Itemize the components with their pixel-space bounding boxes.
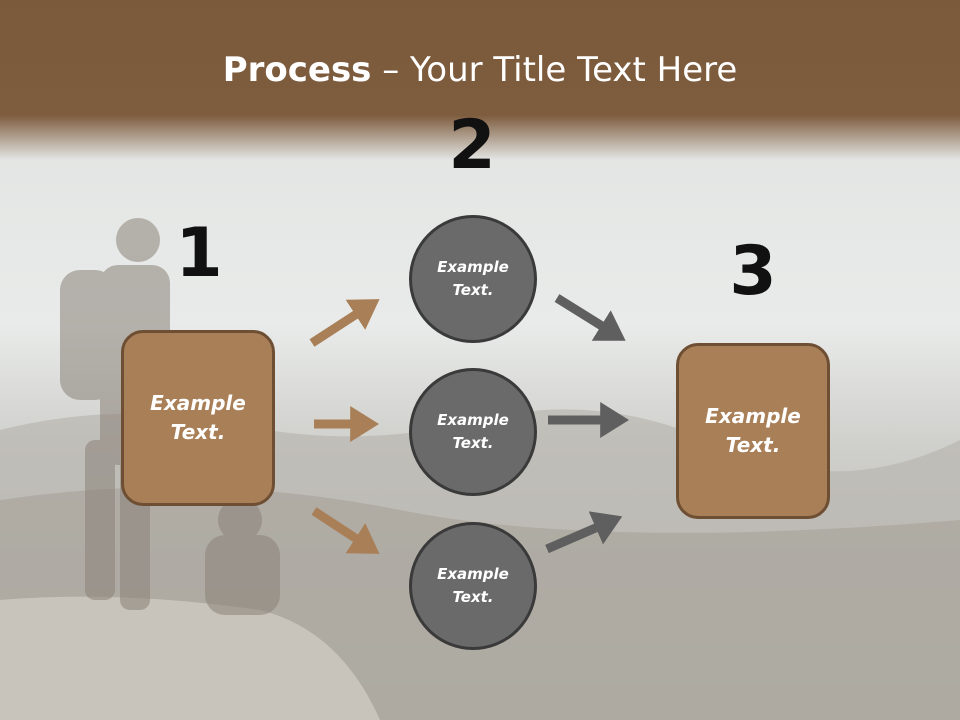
step-number-1: 1 bbox=[175, 214, 223, 293]
circle-bottom-line1: Example bbox=[437, 565, 509, 583]
arrow-top-to-3 bbox=[554, 294, 626, 341]
circle-middle-line1: Example bbox=[437, 411, 509, 429]
slide-title: Process – Your Title Text Here bbox=[0, 50, 960, 90]
step-1-text-line1: Example bbox=[150, 391, 246, 415]
step-2-circle-middle: Example Text. bbox=[409, 368, 537, 496]
step-1-box: Example Text. bbox=[121, 330, 275, 506]
title-bold: Process bbox=[222, 50, 372, 90]
step-3-text-line1: Example bbox=[705, 404, 801, 428]
circle-top-line1: Example bbox=[437, 258, 509, 276]
circle-bottom-line2: Text. bbox=[452, 588, 494, 606]
arrow-bottom-to-3 bbox=[545, 511, 623, 554]
step-1-text-line2: Text. bbox=[170, 420, 226, 444]
step-3-box: Example Text. bbox=[676, 343, 830, 519]
arrow-1-to-bottom bbox=[311, 507, 380, 554]
circle-middle-line2: Text. bbox=[452, 434, 494, 452]
arrow-1-to-top bbox=[309, 299, 380, 347]
step-3-text-line2: Text. bbox=[725, 433, 781, 457]
step-number-3: 3 bbox=[729, 232, 777, 311]
step-2-circle-bottom: Example Text. bbox=[409, 522, 537, 650]
title-rest: – Your Title Text Here bbox=[371, 50, 738, 90]
step-2-circle-top: Example Text. bbox=[409, 215, 537, 343]
step-number-2: 2 bbox=[448, 106, 496, 185]
circle-top-line2: Text. bbox=[452, 281, 494, 299]
